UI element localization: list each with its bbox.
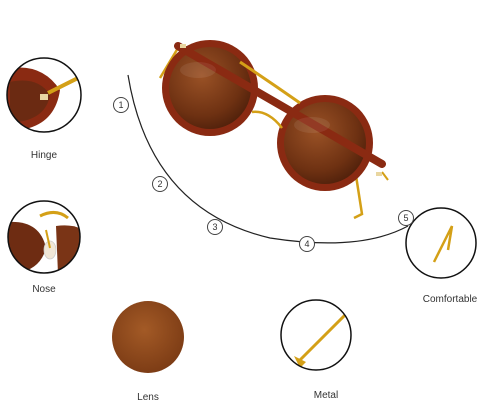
sunglasses-product-image bbox=[158, 40, 389, 220]
marker-4: 4 bbox=[299, 236, 315, 252]
label-hinge: Hinge bbox=[30, 150, 58, 161]
metal-temple-detail bbox=[280, 299, 352, 371]
lens-detail bbox=[112, 301, 184, 373]
label-nose: Nose bbox=[32, 284, 56, 295]
marker-2: 2 bbox=[152, 176, 168, 192]
marker-5: 5 bbox=[398, 210, 414, 226]
marker-1: 1 bbox=[113, 97, 129, 113]
comfortable-temple-detail bbox=[405, 207, 477, 279]
nose-pad-detail bbox=[7, 200, 81, 274]
marker-3: 3 bbox=[207, 219, 223, 235]
label-metal: Metal bbox=[313, 390, 339, 401]
hinge-detail bbox=[6, 57, 82, 133]
label-lens: Lens bbox=[137, 392, 159, 403]
feature-arc bbox=[127, 74, 409, 244]
label-comfortable: Comfortable bbox=[422, 294, 478, 305]
